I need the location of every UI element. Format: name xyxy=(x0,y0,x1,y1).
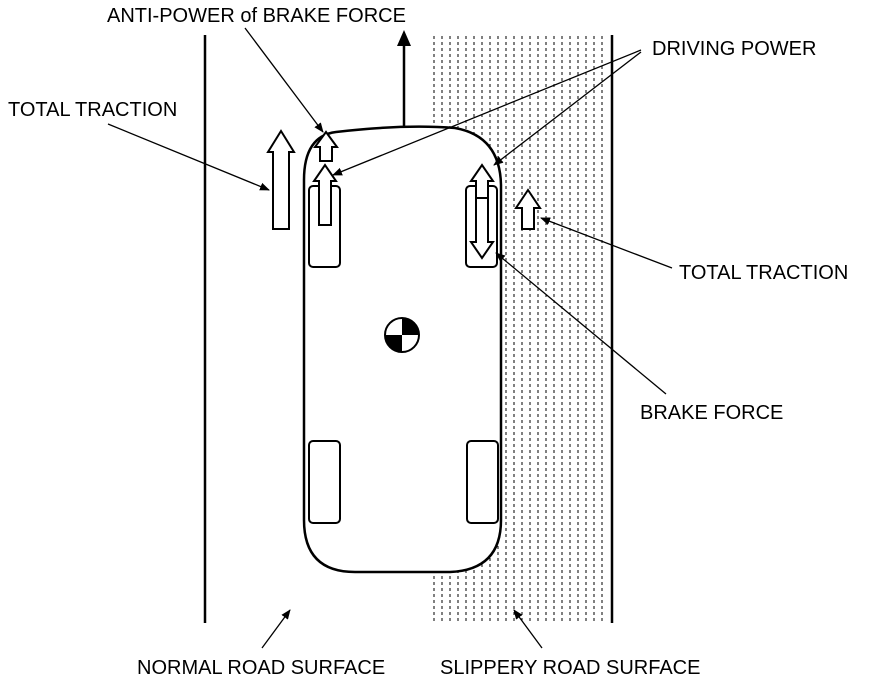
label-slippery-road: SLIPPERY ROAD SURFACE xyxy=(440,657,700,679)
label-brake-force: BRAKE FORCE xyxy=(640,402,783,424)
leader-total-traction-left xyxy=(107,123,270,191)
label-total-traction-left: TOTAL TRACTION xyxy=(8,99,177,121)
leader-driving-power-right xyxy=(493,51,642,166)
rear-right-wheel xyxy=(466,440,499,524)
leader-brake-force xyxy=(495,252,667,395)
vehicle-direction-arrow xyxy=(397,30,411,128)
leader-driving-power-left xyxy=(332,49,642,176)
leader-normal-road xyxy=(261,609,291,649)
label-normal-road: NORMAL ROAD SURFACE xyxy=(137,657,385,679)
brake-force-arrow xyxy=(469,197,495,260)
label-driving-power: DRIVING POWER xyxy=(652,38,816,60)
leader-slippery-road xyxy=(513,609,543,649)
leader-total-traction-right xyxy=(540,217,673,269)
rear-left-wheel xyxy=(308,440,341,524)
label-anti-power: ANTI-POWER of BRAKE FORCE xyxy=(107,5,406,27)
total-traction-arrow-right xyxy=(514,188,542,230)
center-of-gravity-icon xyxy=(384,317,420,353)
label-total-traction-right: TOTAL TRACTION xyxy=(679,262,848,284)
total-traction-arrow-left xyxy=(266,129,296,230)
driving-power-arrow-left xyxy=(312,163,338,226)
anti-power-arrow xyxy=(313,130,339,162)
leader-anti-power xyxy=(244,27,324,133)
